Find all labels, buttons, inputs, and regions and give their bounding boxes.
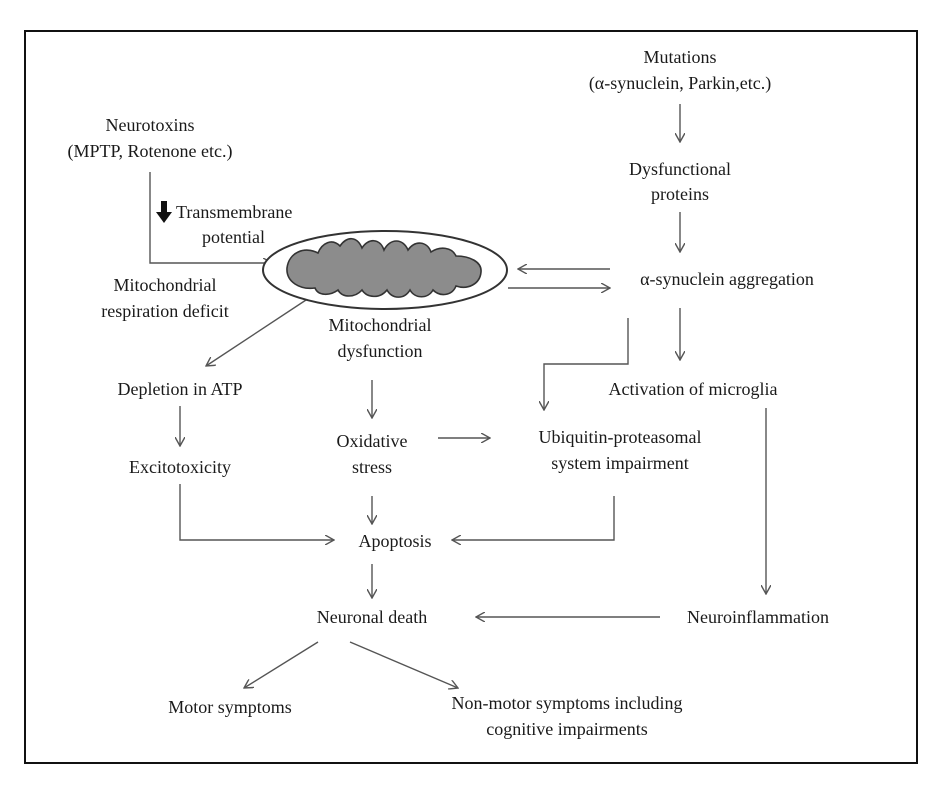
- dysfunctional-label: Dysfunctional: [629, 159, 731, 179]
- arrow-excitotoxicity-to-apoptosis: [179, 484, 334, 540]
- mito-dysfunction-label-1: Mitochondrial: [328, 315, 432, 335]
- synuclein-aggregation-label: α-synuclein aggregation: [640, 269, 814, 289]
- transmembrane-label: Transmembrane: [176, 202, 293, 222]
- arrow-neurotoxins-to-mitochondria: [149, 172, 272, 263]
- mutations-examples-label: (α-synuclein, Parkin,etc.): [588, 73, 772, 93]
- mito-dysfunction-label-2: dysfunction: [337, 341, 423, 361]
- arrow-death-to-nonmotor: [349, 641, 458, 688]
- atp-depletion-label: Depletion in ATP: [117, 379, 243, 399]
- ups-label-1: Ubiquitin-proteasomal: [538, 427, 702, 447]
- neuronal-death-label: Neuronal death: [316, 607, 428, 627]
- mutations-label: Mutations: [643, 47, 717, 67]
- arrow-mitochondria-to-atp: [206, 299, 307, 366]
- arrow-death-to-motor: [244, 641, 319, 688]
- proteins-label: proteins: [651, 184, 709, 204]
- apoptosis-label: Apoptosis: [358, 531, 432, 551]
- stress-label: stress: [352, 457, 392, 477]
- excitotoxicity-label: Excitotoxicity: [129, 457, 231, 477]
- diagram-frame: [24, 30, 918, 764]
- nonmotor-label-2: cognitive impairments: [486, 719, 648, 739]
- mito-respiration-label-1: Mitochondrial: [113, 275, 217, 295]
- arrow-aggregation-to-ups: [544, 318, 629, 410]
- nonmotor-label-1: Non-motor symptoms including: [451, 693, 683, 713]
- oxidative-label: Oxidative: [336, 431, 408, 451]
- ups-label-2: system impairment: [551, 453, 689, 473]
- mitochondrion-icon: [262, 230, 508, 310]
- neurotoxins-examples-label: (MPTP, Rotenone etc.): [67, 141, 233, 161]
- potential-label: potential: [202, 227, 265, 247]
- arrow-ups-to-apoptosis: [452, 496, 615, 540]
- neuroinflammation-label: Neuroinflammation: [687, 607, 829, 627]
- motor-symptoms-label: Motor symptoms: [168, 697, 292, 717]
- microglia-label: Activation of microglia: [608, 379, 778, 399]
- mito-respiration-label-2: respiration deficit: [101, 301, 229, 321]
- neurotoxins-label: Neurotoxins: [105, 115, 195, 135]
- decrease-arrow-icon: [156, 201, 172, 223]
